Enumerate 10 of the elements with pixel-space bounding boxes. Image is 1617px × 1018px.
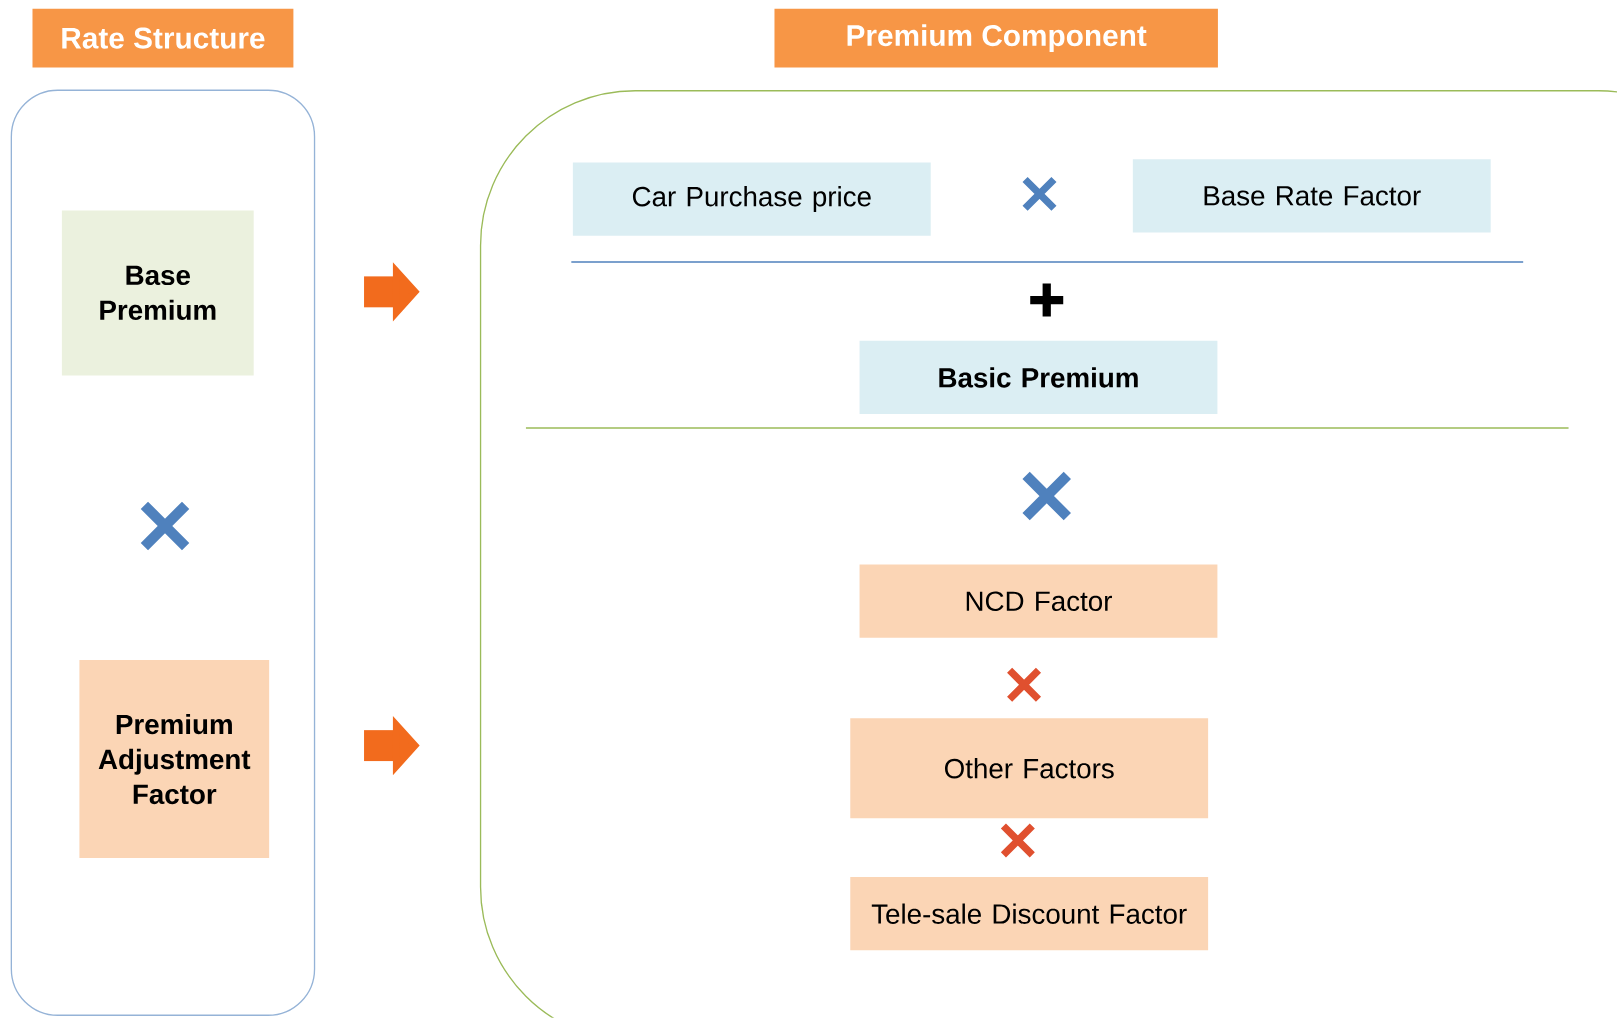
text-box: Base Premium <box>61 210 254 376</box>
text-box: NCD Factor <box>859 564 1218 638</box>
text-box: Premium Adjustment Factor <box>79 660 270 859</box>
heading-box: Rate Structure <box>32 8 294 68</box>
text-box: Car Purchase price <box>572 162 931 236</box>
text-box: Base Rate Factor <box>1132 159 1491 233</box>
text-box: Tele-sale Discount Factor <box>850 877 1209 951</box>
text-box: Basic Premium <box>859 340 1218 415</box>
heading-box: Premium Component <box>774 8 1218 68</box>
text-box: Other Factors <box>850 718 1209 819</box>
